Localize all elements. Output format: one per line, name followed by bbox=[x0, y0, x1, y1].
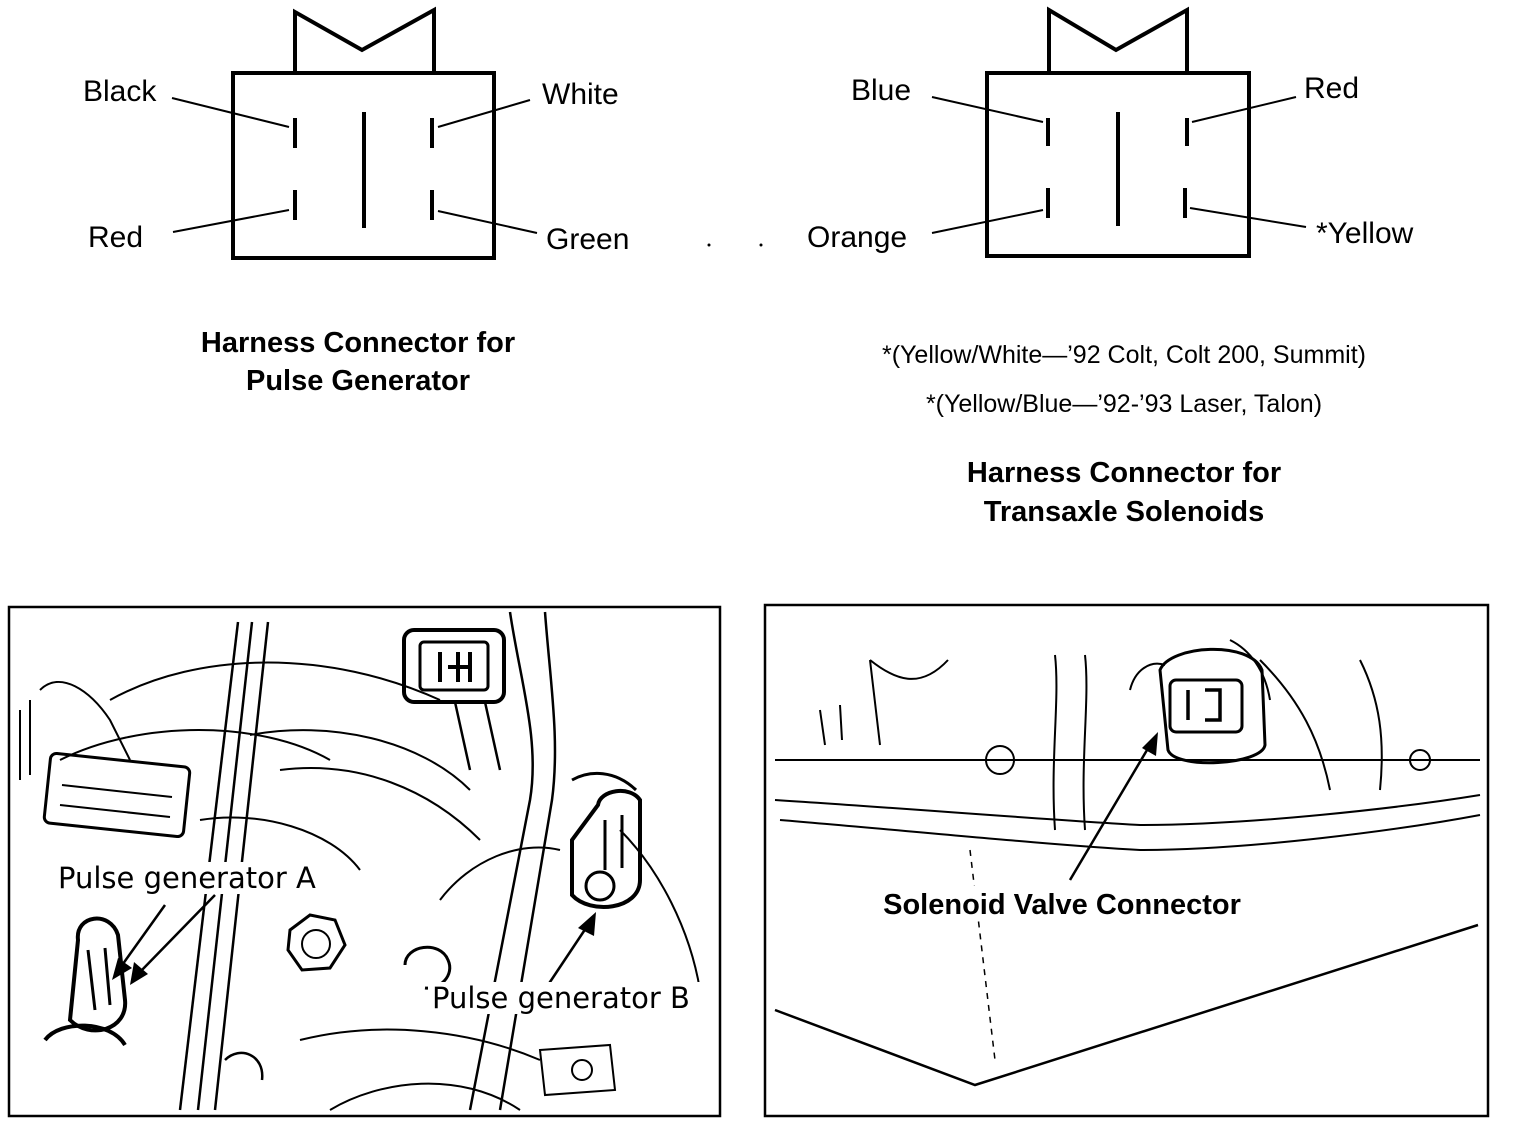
leader-black bbox=[171, 97, 290, 128]
arrow-head bbox=[130, 962, 148, 985]
caption-pulse-line2: Pulse Generator bbox=[246, 365, 470, 397]
leader-white bbox=[437, 99, 531, 128]
leader-yellow bbox=[1189, 207, 1307, 228]
arrow-head bbox=[578, 912, 596, 936]
leader-red bbox=[172, 209, 290, 233]
wire-label-yellow: *Yellow bbox=[1316, 217, 1414, 250]
pulse-generator-illustration: Pulse generator A Pulse generator B bbox=[7, 605, 722, 1118]
solenoid-valve-illustration: Solenoid Valve Connector bbox=[763, 603, 1490, 1118]
connector-latch bbox=[1047, 6, 1189, 72]
leader-red bbox=[1191, 96, 1297, 123]
wire-label-red: Red bbox=[1304, 72, 1359, 105]
leader-orange bbox=[931, 209, 1044, 234]
connector-body bbox=[231, 71, 496, 260]
note-yellow-blue: *(Yellow/Blue—’92-’93 Laser, Talon) bbox=[926, 390, 1322, 418]
arrow-head bbox=[112, 958, 132, 980]
solenoid-connector: Blue Red Orange *Yellow *(Yellow/White—’… bbox=[807, 6, 1414, 528]
scan-speck bbox=[759, 243, 763, 247]
leader-green bbox=[437, 210, 538, 234]
label-pulse-generator-b: Pulse generator B bbox=[432, 981, 690, 1015]
caption-solenoid-line2: Transaxle Solenoids bbox=[984, 496, 1264, 528]
caption-solenoid-line1: Harness Connector for bbox=[967, 457, 1281, 489]
caption-pulse-line1: Harness Connector for bbox=[201, 327, 515, 359]
wire-label-orange: Orange bbox=[807, 221, 907, 254]
arrow-head bbox=[1142, 732, 1158, 756]
connector-latch bbox=[293, 6, 436, 72]
wire-label-red: Red bbox=[88, 221, 143, 254]
leader-blue bbox=[931, 96, 1044, 123]
illustration-frame bbox=[763, 603, 1490, 1118]
scan-speck bbox=[707, 243, 711, 247]
wire-label-black: Black bbox=[83, 75, 157, 108]
pulse-generator-connector: Black White Red Green Harness Connector … bbox=[83, 6, 629, 397]
wire-label-blue: Blue bbox=[851, 74, 911, 107]
label-pulse-generator-a: Pulse generator A bbox=[58, 861, 316, 895]
label-solenoid-valve-connector: Solenoid Valve Connector bbox=[883, 889, 1241, 921]
wire-label-white: White bbox=[542, 78, 619, 111]
connector-body bbox=[985, 71, 1251, 258]
illustration-frame bbox=[7, 605, 722, 1118]
wire-label-green: Green bbox=[546, 223, 629, 256]
note-yellow-white: *(Yellow/White—’92 Colt, Colt 200, Summi… bbox=[882, 341, 1366, 369]
